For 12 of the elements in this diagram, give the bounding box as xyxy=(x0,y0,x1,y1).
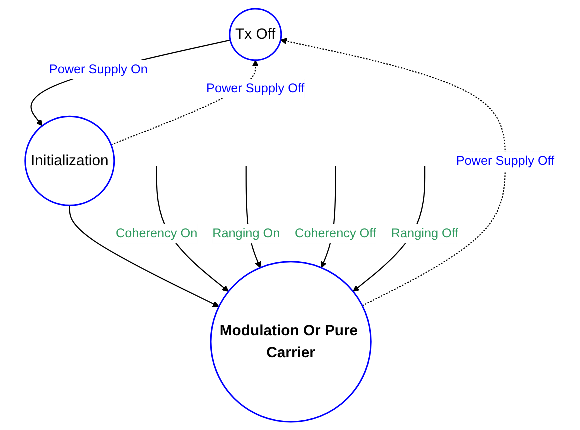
arrow xyxy=(69,205,220,307)
edge-label: Coherency Off xyxy=(295,224,376,243)
state-ellipse: Initialization xyxy=(24,115,116,206)
edge-label: Power Supply Off xyxy=(456,151,555,170)
state-ellipse: Modulation Or Pure Carrier xyxy=(210,260,372,422)
edge-label: Power Supply On xyxy=(49,60,148,79)
edge-label: Power Supply Off xyxy=(206,78,305,98)
edge-label: Ranging Off xyxy=(391,224,459,243)
edge-label: Ranging On xyxy=(212,224,280,243)
arrow xyxy=(280,38,506,306)
edge-label: Coherency On xyxy=(116,224,198,243)
state-ellipse: Tx Off xyxy=(229,8,282,61)
